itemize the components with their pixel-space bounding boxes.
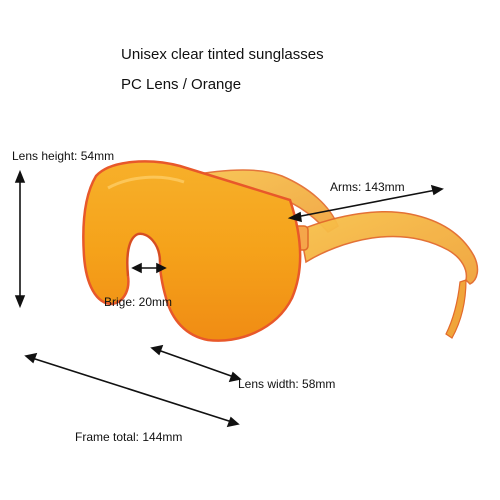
frame-total-arrow-head-left (24, 352, 38, 364)
lens-width-arrow (157, 349, 235, 378)
product-subtitle: PC Lens / Orange (121, 76, 242, 93)
frame-total-label: Frame total: 144mm (75, 430, 183, 444)
lens-width-arrow-head-left (150, 344, 164, 356)
right-arm-tip (445, 279, 467, 339)
bridge-notch (126, 232, 161, 277)
right-arm (299, 210, 479, 285)
arms-arrow-head-right (430, 184, 444, 196)
lens-height-arrow-head-bottom (14, 295, 26, 309)
arms-arrow (295, 189, 437, 218)
lens (82, 160, 302, 342)
lens-width-arrow-head-right (228, 371, 242, 383)
arms-label: Arms: 143mm (330, 180, 405, 194)
frame-total-arrow (31, 357, 233, 423)
bridge-arrow-head-left (131, 262, 142, 274)
lens-height-label: Lens height: 54mm (12, 149, 115, 163)
arms-arrow-head-left (287, 211, 302, 223)
lens-height-arrow-head-top (14, 169, 26, 183)
lens-width-label: Lens width: 58mm (238, 377, 336, 391)
lens-reflection (107, 175, 185, 190)
frame-total-arrow-head-right (226, 416, 240, 428)
product-title: Unisex clear tinted sunglasses (121, 46, 324, 63)
bridge-arrow-head-right (156, 262, 167, 274)
bridge-label: Brige: 20mm (104, 295, 173, 309)
